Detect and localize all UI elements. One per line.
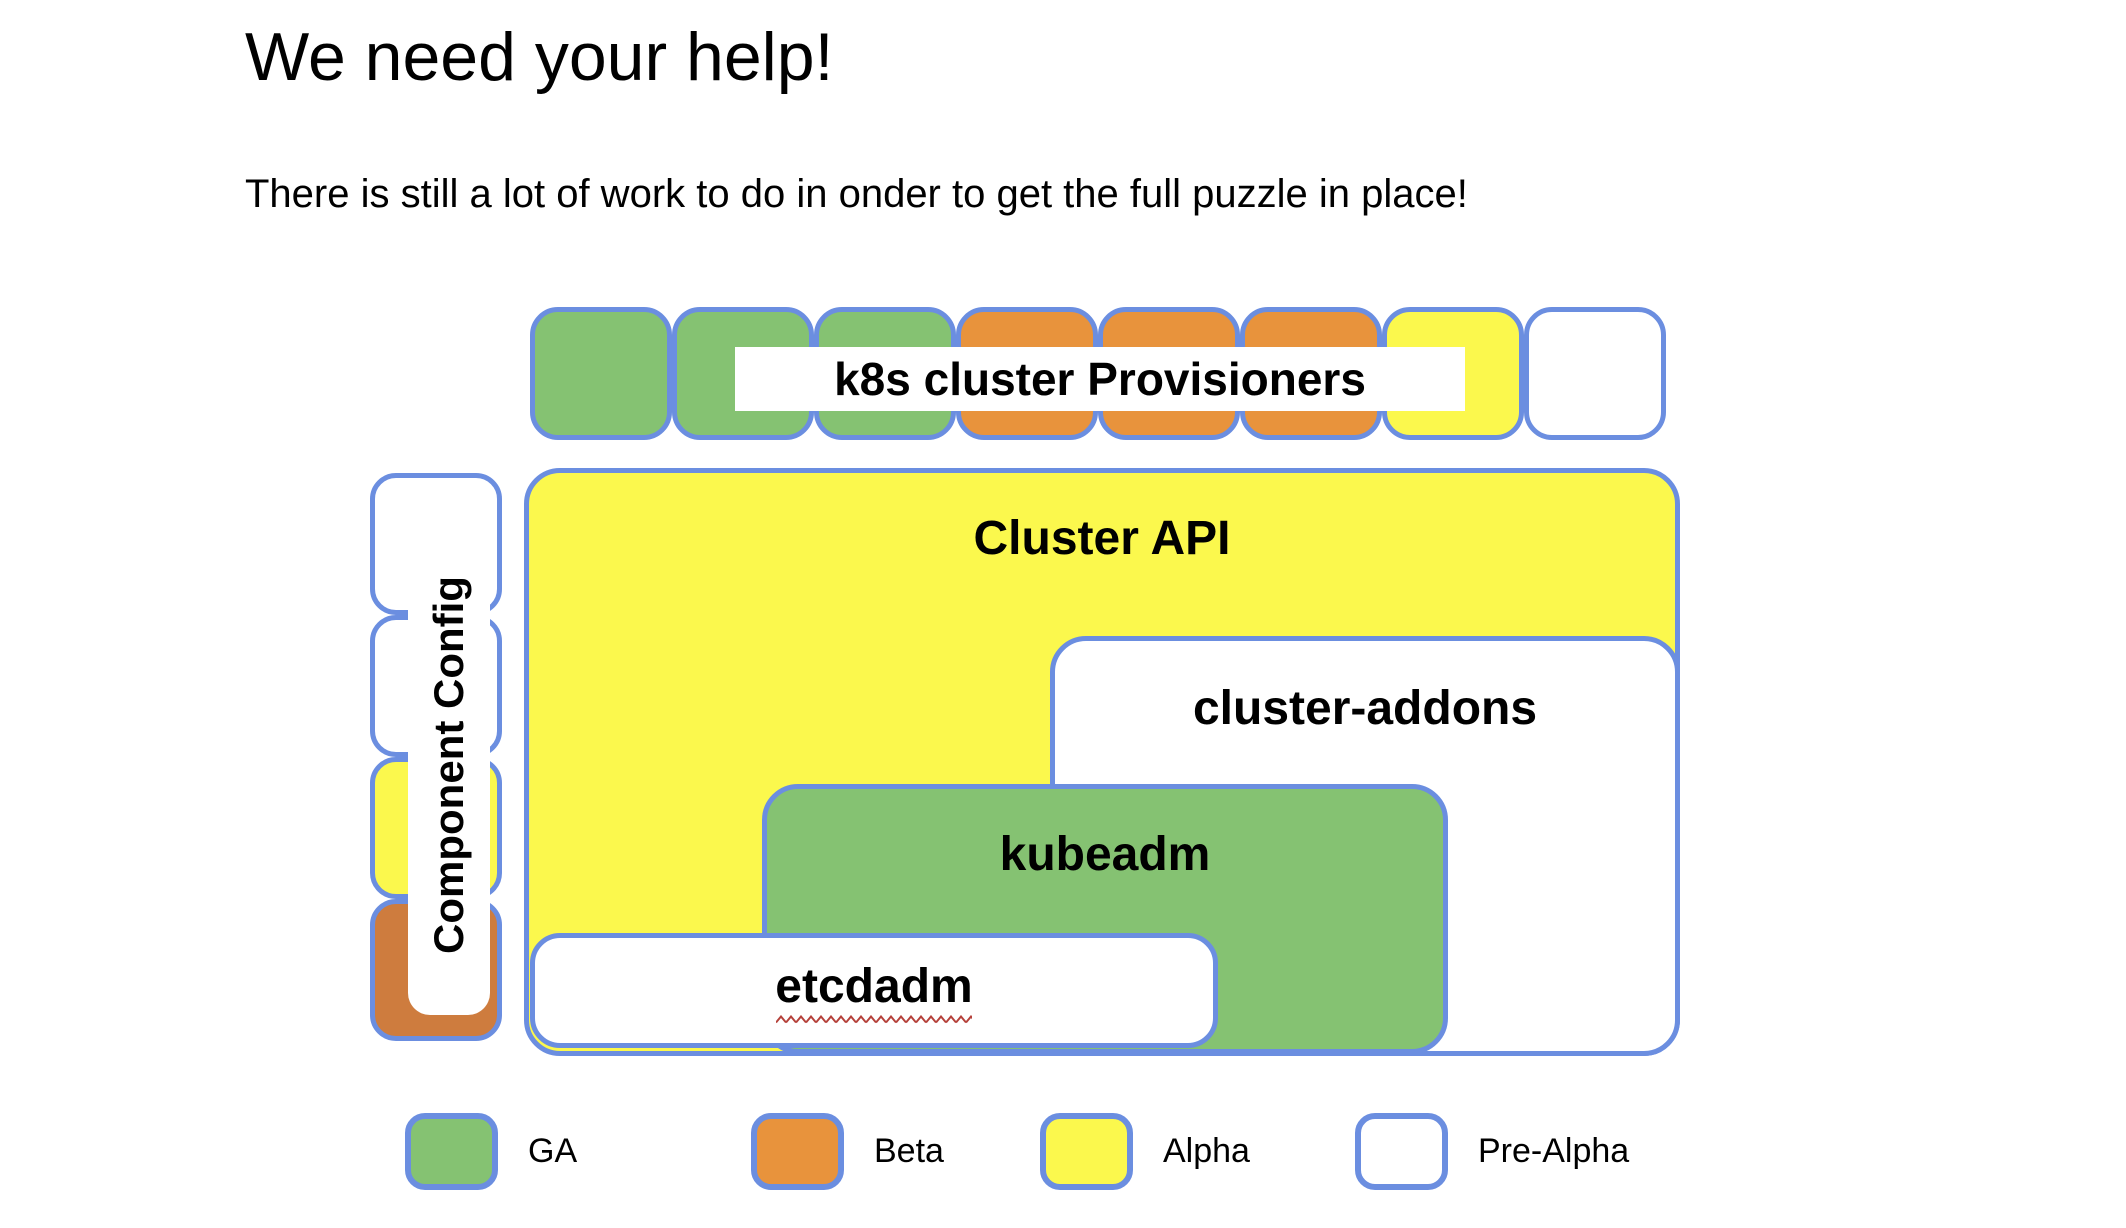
- legend-label-alpha: Alpha: [1163, 1132, 1250, 1170]
- etcdadm-label: etcdadm: [775, 959, 973, 1013]
- page-title: We need your help!: [245, 19, 834, 95]
- kubeadm-label: kubeadm: [999, 828, 1211, 881]
- legend-swatch-alpha: [1040, 1113, 1133, 1190]
- legend-item-alpha: Alpha: [1040, 1113, 1250, 1190]
- legend-swatch-pre-alpha: [1355, 1113, 1448, 1190]
- legend-item-beta: Beta: [751, 1113, 944, 1190]
- component-config-label-text: Component Config: [425, 576, 473, 954]
- provisioners-row-label-text: k8s cluster Provisioners: [834, 353, 1366, 405]
- provisioners-row-label: k8s cluster Provisioners: [735, 347, 1465, 411]
- cluster-api-label: Cluster API: [973, 512, 1231, 565]
- legend-label-ga: GA: [528, 1132, 578, 1170]
- legend-label-pre-alpha: Pre-Alpha: [1478, 1132, 1630, 1170]
- legend-swatch-ga: [405, 1113, 498, 1190]
- legend-item-pre-alpha: Pre-Alpha: [1355, 1113, 1629, 1190]
- spellcheck-squiggle-underline: [776, 1015, 972, 1025]
- legend-label-beta: Beta: [874, 1132, 944, 1170]
- legend-item-ga: GA: [405, 1113, 577, 1190]
- legend-swatch-beta: [751, 1113, 844, 1190]
- puzzle-piece-provisioner: [530, 307, 672, 440]
- etcdadm-box: etcdadm: [530, 933, 1218, 1048]
- cluster-addons-label: cluster-addons: [1192, 682, 1538, 735]
- component-config-label: Component Config: [408, 515, 490, 1015]
- puzzle-piece-provisioner: [1524, 307, 1666, 440]
- page-subtitle: There is still a lot of work to do in on…: [245, 172, 1468, 216]
